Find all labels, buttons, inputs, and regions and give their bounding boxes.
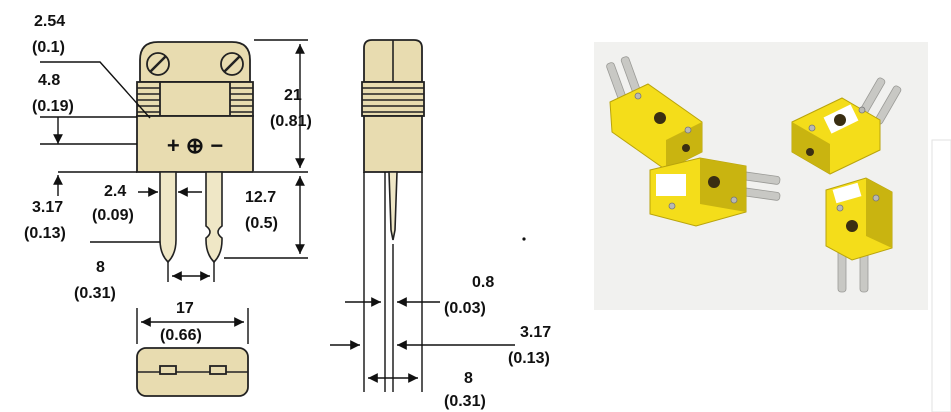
dim-pin-spacing-in: (0.31) <box>74 285 116 302</box>
connector-middle <box>649 157 781 227</box>
bottom-slot-left <box>159 365 177 375</box>
front-center-clamp <box>159 81 231 117</box>
dim-pin-width-mm: 2.4 <box>104 183 126 200</box>
dim-clamp-height-mm: 4.8 <box>38 72 60 89</box>
dim-wire-slot-in: (0.1) <box>32 39 65 56</box>
dim-body-width-mm: 17 <box>176 300 194 317</box>
connector-top-left <box>606 56 703 171</box>
connector-bottom-right <box>825 177 893 293</box>
pin-right <box>205 171 223 264</box>
dim-pin-thickness-mm: 0.8 <box>472 274 494 291</box>
dim-overall-height-in: (0.81) <box>270 113 312 130</box>
dimension-lines <box>40 39 515 392</box>
dim-side-offset-mm: 3.17 <box>520 324 551 341</box>
dim-overall-height-mm: 21 <box>284 87 302 104</box>
screw-right-icon <box>220 52 244 76</box>
dim-pin-offset-in: (0.13) <box>24 225 66 242</box>
screw-left-icon <box>146 52 170 76</box>
dim-body-depth-mm: 8 <box>464 370 473 387</box>
bottom-view <box>136 347 249 397</box>
side-view <box>361 39 425 241</box>
dim-clamp-height-in: (0.19) <box>32 98 74 115</box>
dim-body-depth-in: (0.31) <box>444 393 486 410</box>
pin-left <box>159 171 177 264</box>
dim-pin-thickness-in: (0.03) <box>444 300 486 317</box>
side-body <box>363 115 423 173</box>
dim-pin-length-in: (0.5) <box>245 215 278 232</box>
yellow-thermocouple-connectors-photo <box>594 42 951 412</box>
bottom-slot-right <box>209 365 227 375</box>
dim-body-width-in: (0.66) <box>160 327 202 344</box>
side-pin <box>388 171 398 241</box>
connector-top-right <box>791 77 902 175</box>
dim-pin-width-in: (0.09) <box>92 207 134 224</box>
dim-pin-offset-mm: 3.17 <box>32 199 63 216</box>
dim-wire-slot-mm: 2.54 <box>34 13 65 30</box>
dim-pin-spacing-mm: 8 <box>96 259 105 276</box>
front-view: + ⊕ − <box>136 41 254 264</box>
stray-dot <box>522 237 526 241</box>
polarity-symbols: + ⊕ − <box>167 133 223 158</box>
front-head <box>139 41 251 83</box>
dimension-labels: 2.54 (0.1) 4.8 (0.19) 21 (0.81) 2.4 (0.0… <box>24 13 551 410</box>
dim-side-offset-in: (0.13) <box>508 350 550 367</box>
side-rib-block <box>361 81 425 117</box>
dim-pin-length-mm: 12.7 <box>245 189 276 206</box>
